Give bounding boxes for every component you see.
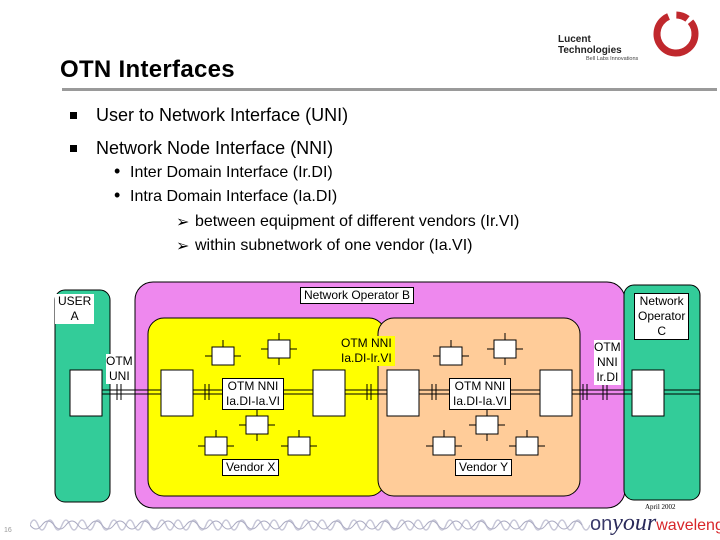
sub-bullet-irdi: Inter Domain Interface (Ir.DI) bbox=[130, 164, 333, 181]
ne-user-a bbox=[69, 369, 103, 417]
label-otm-nni-x: OTM NNI Ia.DI-Ia.VI bbox=[222, 378, 285, 410]
ne-small bbox=[439, 346, 463, 366]
ne-small bbox=[211, 346, 235, 366]
innovation-ring-icon bbox=[653, 11, 699, 57]
brand-slogan: onyourwavelength bbox=[590, 510, 720, 537]
ne-vendor-x-edge bbox=[160, 369, 194, 417]
label-otm-uni: OTM UNI bbox=[106, 354, 133, 384]
ne-vendor-y-border bbox=[386, 369, 420, 417]
sub-sub-bullet-irvi: between equipment of different vendors (… bbox=[195, 213, 520, 230]
sub-bullet-iadi: Intra Domain Interface (Ia.DI) bbox=[130, 188, 338, 205]
company-tagline: Bell Labs Innovations bbox=[586, 56, 639, 62]
bullet-marker bbox=[70, 145, 77, 152]
footer-date: April 2002 bbox=[645, 503, 676, 511]
ne-small bbox=[515, 436, 539, 456]
arrow-bullet-icon: ➢ bbox=[176, 238, 190, 255]
brand-on: on bbox=[590, 513, 613, 535]
ne-operator-c bbox=[631, 369, 665, 417]
label-user-a: USER A bbox=[55, 294, 95, 324]
ne-vendor-y-edge bbox=[539, 369, 573, 417]
ne-vendor-x-border bbox=[312, 369, 346, 417]
label-vendor-y: Vendor Y bbox=[455, 459, 513, 476]
brand-wavelength: wavelength bbox=[656, 517, 720, 534]
company-name: Lucent Technologies bbox=[558, 34, 622, 56]
label-operator-c: Network Operator C bbox=[634, 293, 690, 340]
ne-small bbox=[267, 339, 291, 359]
slide-title: OTN Interfaces bbox=[60, 56, 235, 83]
title-underline bbox=[62, 88, 717, 91]
brand-your: your bbox=[612, 510, 657, 536]
label-otm-nni-y: OTM NNI Ia.DI-Ia.VI bbox=[449, 378, 512, 410]
label-otm-nni-ia-ir: OTM NNI Ia.DI-Ir.VI bbox=[338, 336, 395, 366]
ne-small bbox=[204, 436, 228, 456]
arrow-bullet-icon: ➢ bbox=[176, 214, 190, 231]
ne-small bbox=[493, 339, 517, 359]
bullet-marker bbox=[70, 112, 77, 119]
ne-small bbox=[432, 436, 456, 456]
ne-small bbox=[245, 415, 269, 435]
ne-small bbox=[287, 436, 311, 456]
sub-sub-bullet-iavi: within subnetwork of one vendor (Ia.VI) bbox=[195, 237, 473, 254]
wave-decoration bbox=[30, 519, 590, 531]
sub-bullet-dot: • bbox=[114, 185, 121, 205]
lucent-logo: Lucent Technologies Bell Labs Innovation… bbox=[558, 34, 648, 62]
bullet-nni: Network Node Interface (NNI) bbox=[96, 138, 334, 158]
sub-bullet-dot: • bbox=[114, 161, 121, 181]
bullet-uni: User to Network Interface (UNI) bbox=[96, 105, 349, 125]
page-number: 16 bbox=[4, 527, 12, 534]
ne-small bbox=[475, 415, 499, 435]
label-operator-b: Network Operator B bbox=[300, 287, 415, 304]
label-vendor-x: Vendor X bbox=[222, 459, 280, 476]
label-otm-nni-ir: OTM NNI Ir.DI bbox=[594, 340, 621, 385]
